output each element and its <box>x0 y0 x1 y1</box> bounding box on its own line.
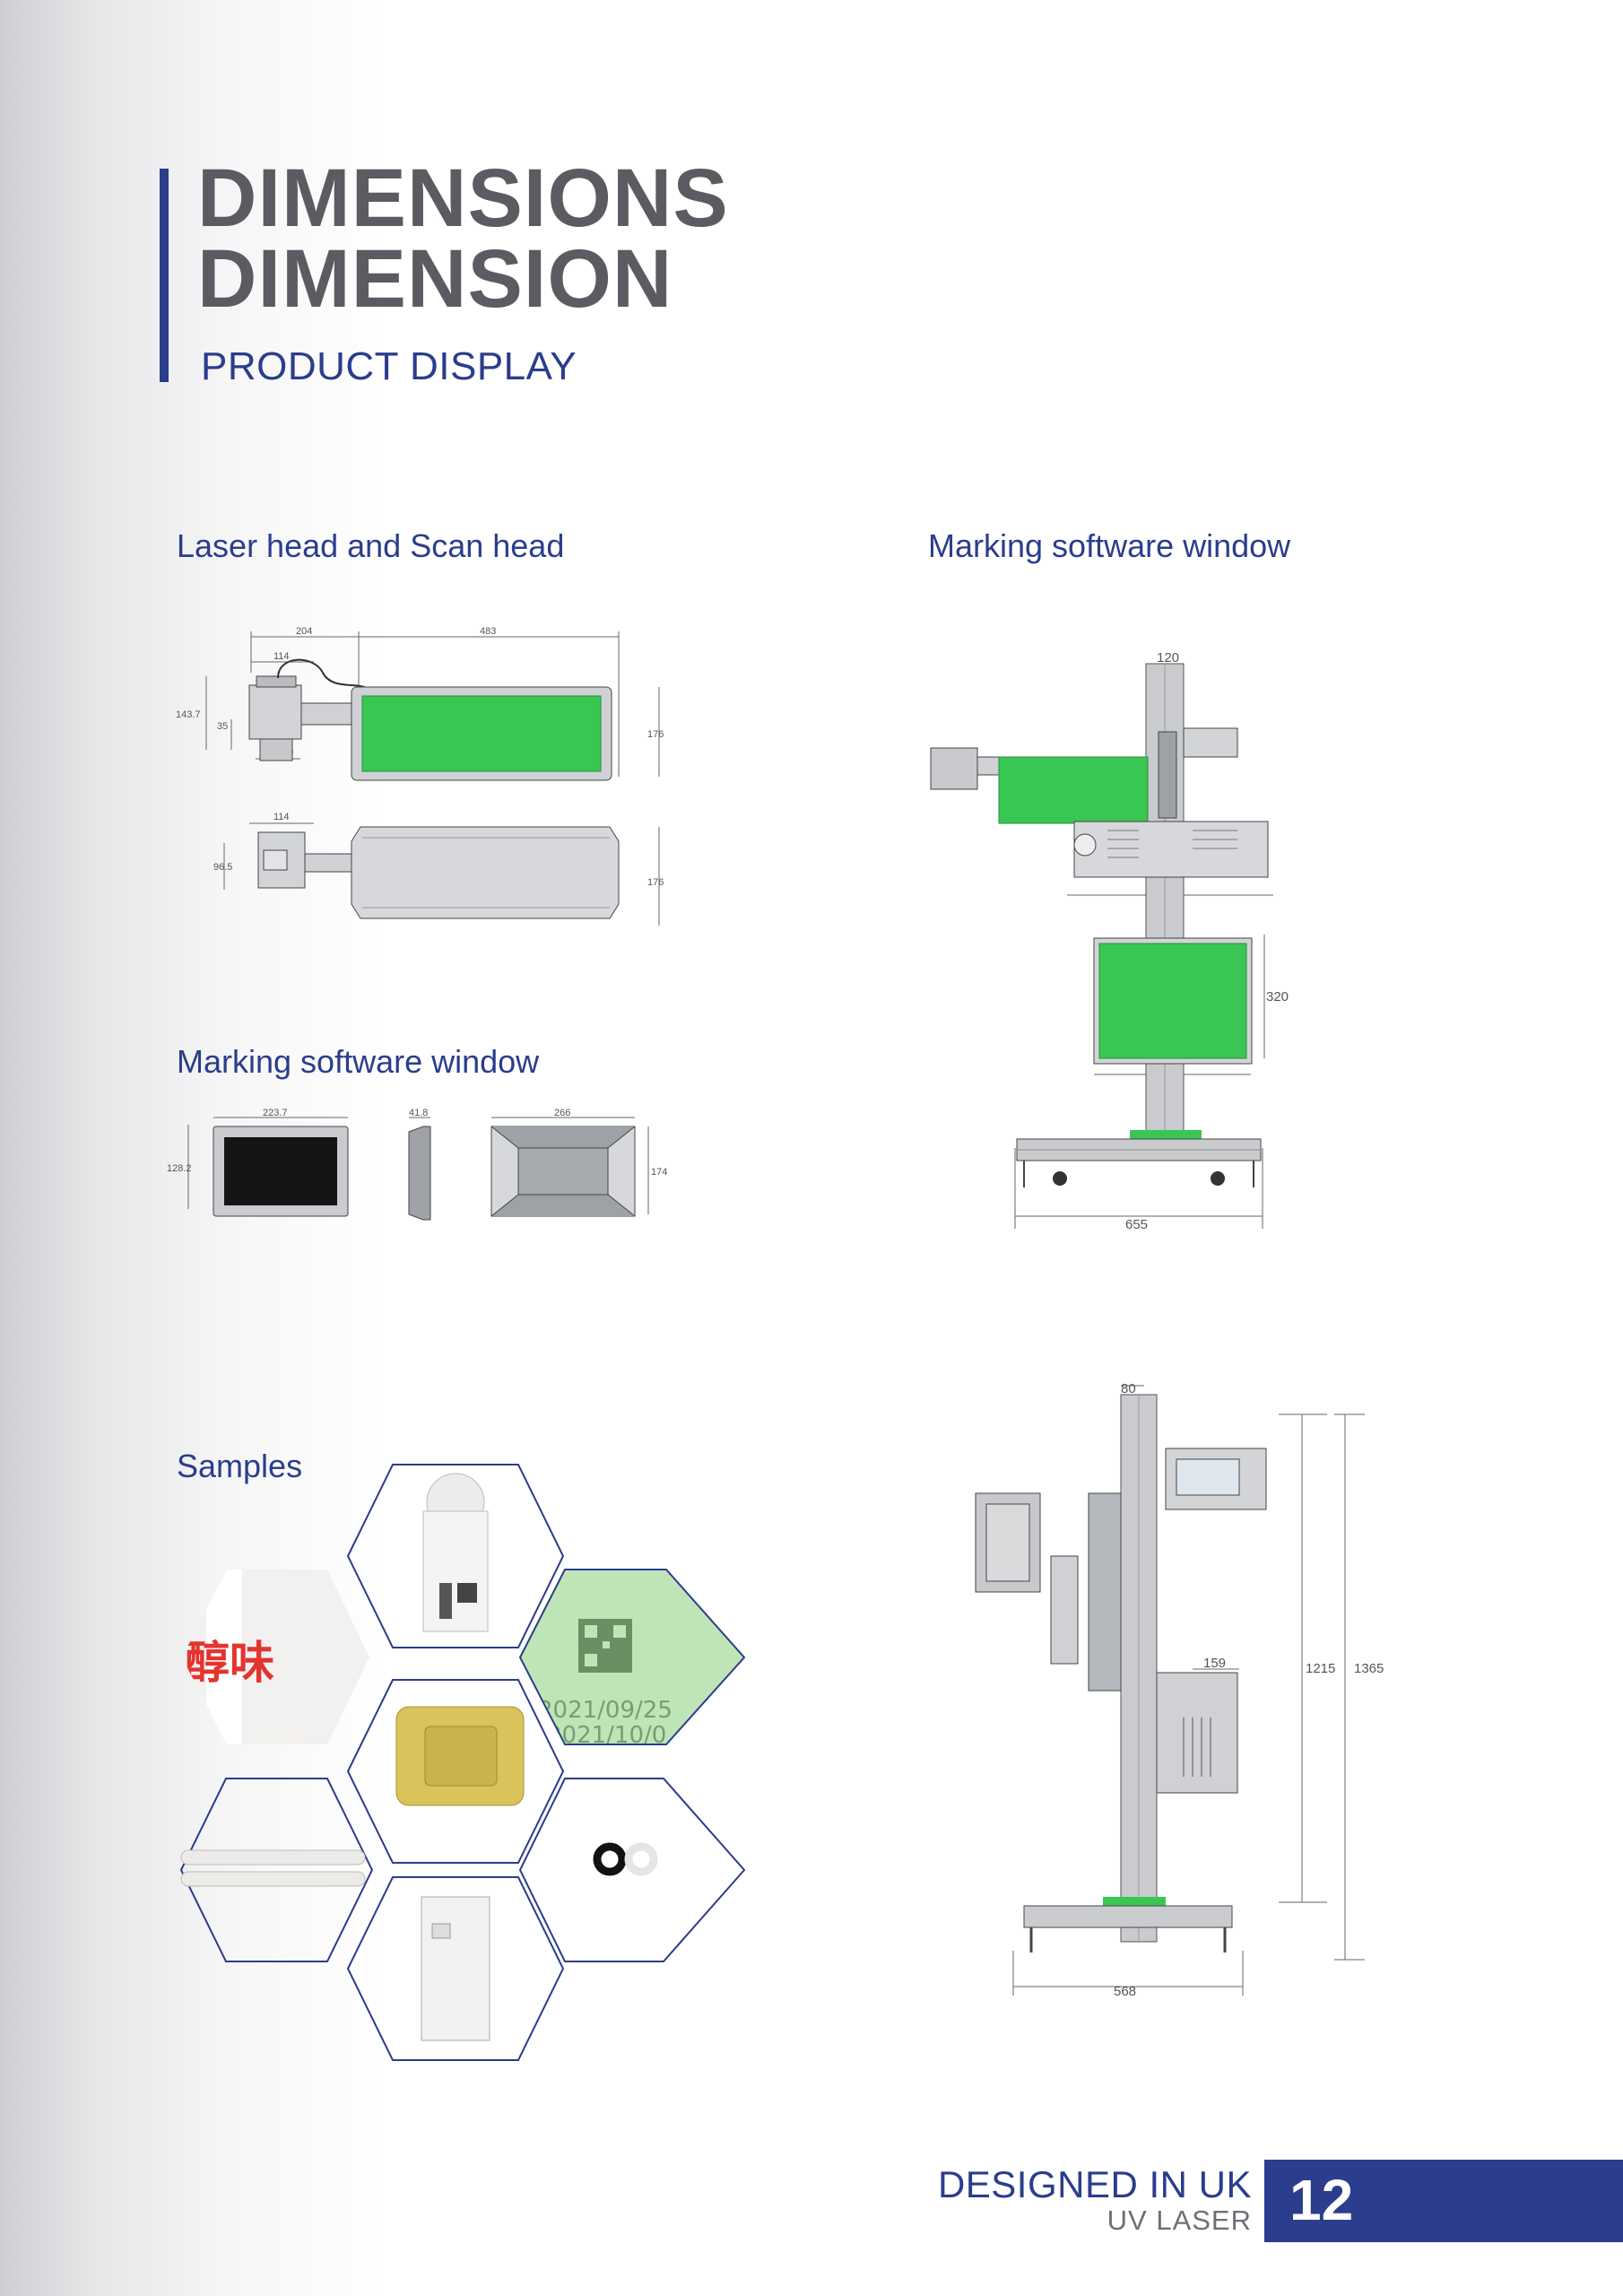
sample-gold-plate-photo <box>395 1706 525 1806</box>
page-number-box <box>1264 2160 1623 2242</box>
page-title-line1: DIMENSIONS <box>197 152 729 244</box>
hex-center <box>346 1679 565 1864</box>
dim-176-b: 176 <box>647 877 664 888</box>
sample-qr-photo: 2021/09/25 2021/10/0 <box>520 1570 744 1749</box>
sample-brand-text: 醇味 <box>185 1637 274 1689</box>
dim-568: 568 <box>1114 1984 1136 1999</box>
sample-date-2: 2021/10/0 <box>547 1722 666 1749</box>
hex-bottom <box>346 1876 565 2061</box>
sample-rings-photo <box>593 1842 658 1876</box>
footer-product-name: UV LASER <box>1107 2205 1252 2236</box>
hex-left-bottom <box>179 1778 374 1962</box>
dim-120: 120 <box>1157 650 1179 665</box>
stand-top-drawing: 120 546 320 403 655 <box>930 650 1289 1232</box>
dim-41-8: 41.8 <box>409 1108 428 1118</box>
hex-right-bottom <box>518 1778 746 1962</box>
sample-sticker-photo <box>422 1473 489 1632</box>
dim-128-2: 128.2 <box>167 1163 192 1174</box>
title-accent-bar <box>160 169 169 382</box>
dim-223-7: 223.7 <box>263 1108 288 1118</box>
hex-right-top <box>518 1569 746 1745</box>
dim-176-a: 176 <box>647 729 664 740</box>
dim-1215: 1215 <box>1306 1661 1335 1676</box>
dim-320: 320 <box>1266 989 1289 1004</box>
footer-designed-in-uk: DESIGNED IN UK <box>937 2163 1252 2205</box>
samples-hex-grid: 醇味 2021/09/25 2021/10/0 <box>179 1464 746 2061</box>
dim-114: 114 <box>273 651 290 662</box>
dim-159: 159 <box>1203 1656 1226 1671</box>
sample-date-1: 2021/09/25 <box>538 1697 673 1724</box>
dim-96-5: 96.5 <box>213 862 232 873</box>
dim-204: 204 <box>296 626 312 637</box>
dim-483: 483 <box>480 626 496 637</box>
screen-drawing: 223.7 128.2 41.8 266 174 <box>167 1108 667 1221</box>
dim-266: 266 <box>554 1108 570 1118</box>
dim-35: 35 <box>217 721 228 732</box>
page-number: 12 <box>1289 2168 1354 2232</box>
sample-breaker-photo <box>421 1896 490 2041</box>
laser-head-drawing: 204 483 114 143.7 35 90 176 114 96.5 176 <box>176 626 664 926</box>
page-subtitle: PRODUCT DISPLAY <box>201 344 577 388</box>
dim-80: 80 <box>1121 1381 1136 1396</box>
sample-pouch-photo: 醇味 <box>182 1570 369 1744</box>
dim-174: 174 <box>651 1167 667 1178</box>
section-software-left: Marking software window <box>177 1043 540 1080</box>
dim-114-b: 114 <box>273 812 290 822</box>
sample-tubes-photo <box>180 1849 366 1887</box>
dim-1365: 1365 <box>1354 1661 1384 1676</box>
section-software-right: Marking software window <box>928 527 1291 564</box>
page-title-line2: DIMENSION <box>197 233 673 325</box>
section-samples: Samples <box>177 1448 303 1484</box>
dim-143-7: 143.7 <box>176 709 201 720</box>
stand-bottom-drawing: 80 159 1215 1365 568 <box>975 1381 1384 1999</box>
hex-top <box>346 1464 565 1648</box>
section-laser-head: Laser head and Scan head <box>177 527 565 564</box>
dim-655: 655 <box>1125 1217 1148 1232</box>
